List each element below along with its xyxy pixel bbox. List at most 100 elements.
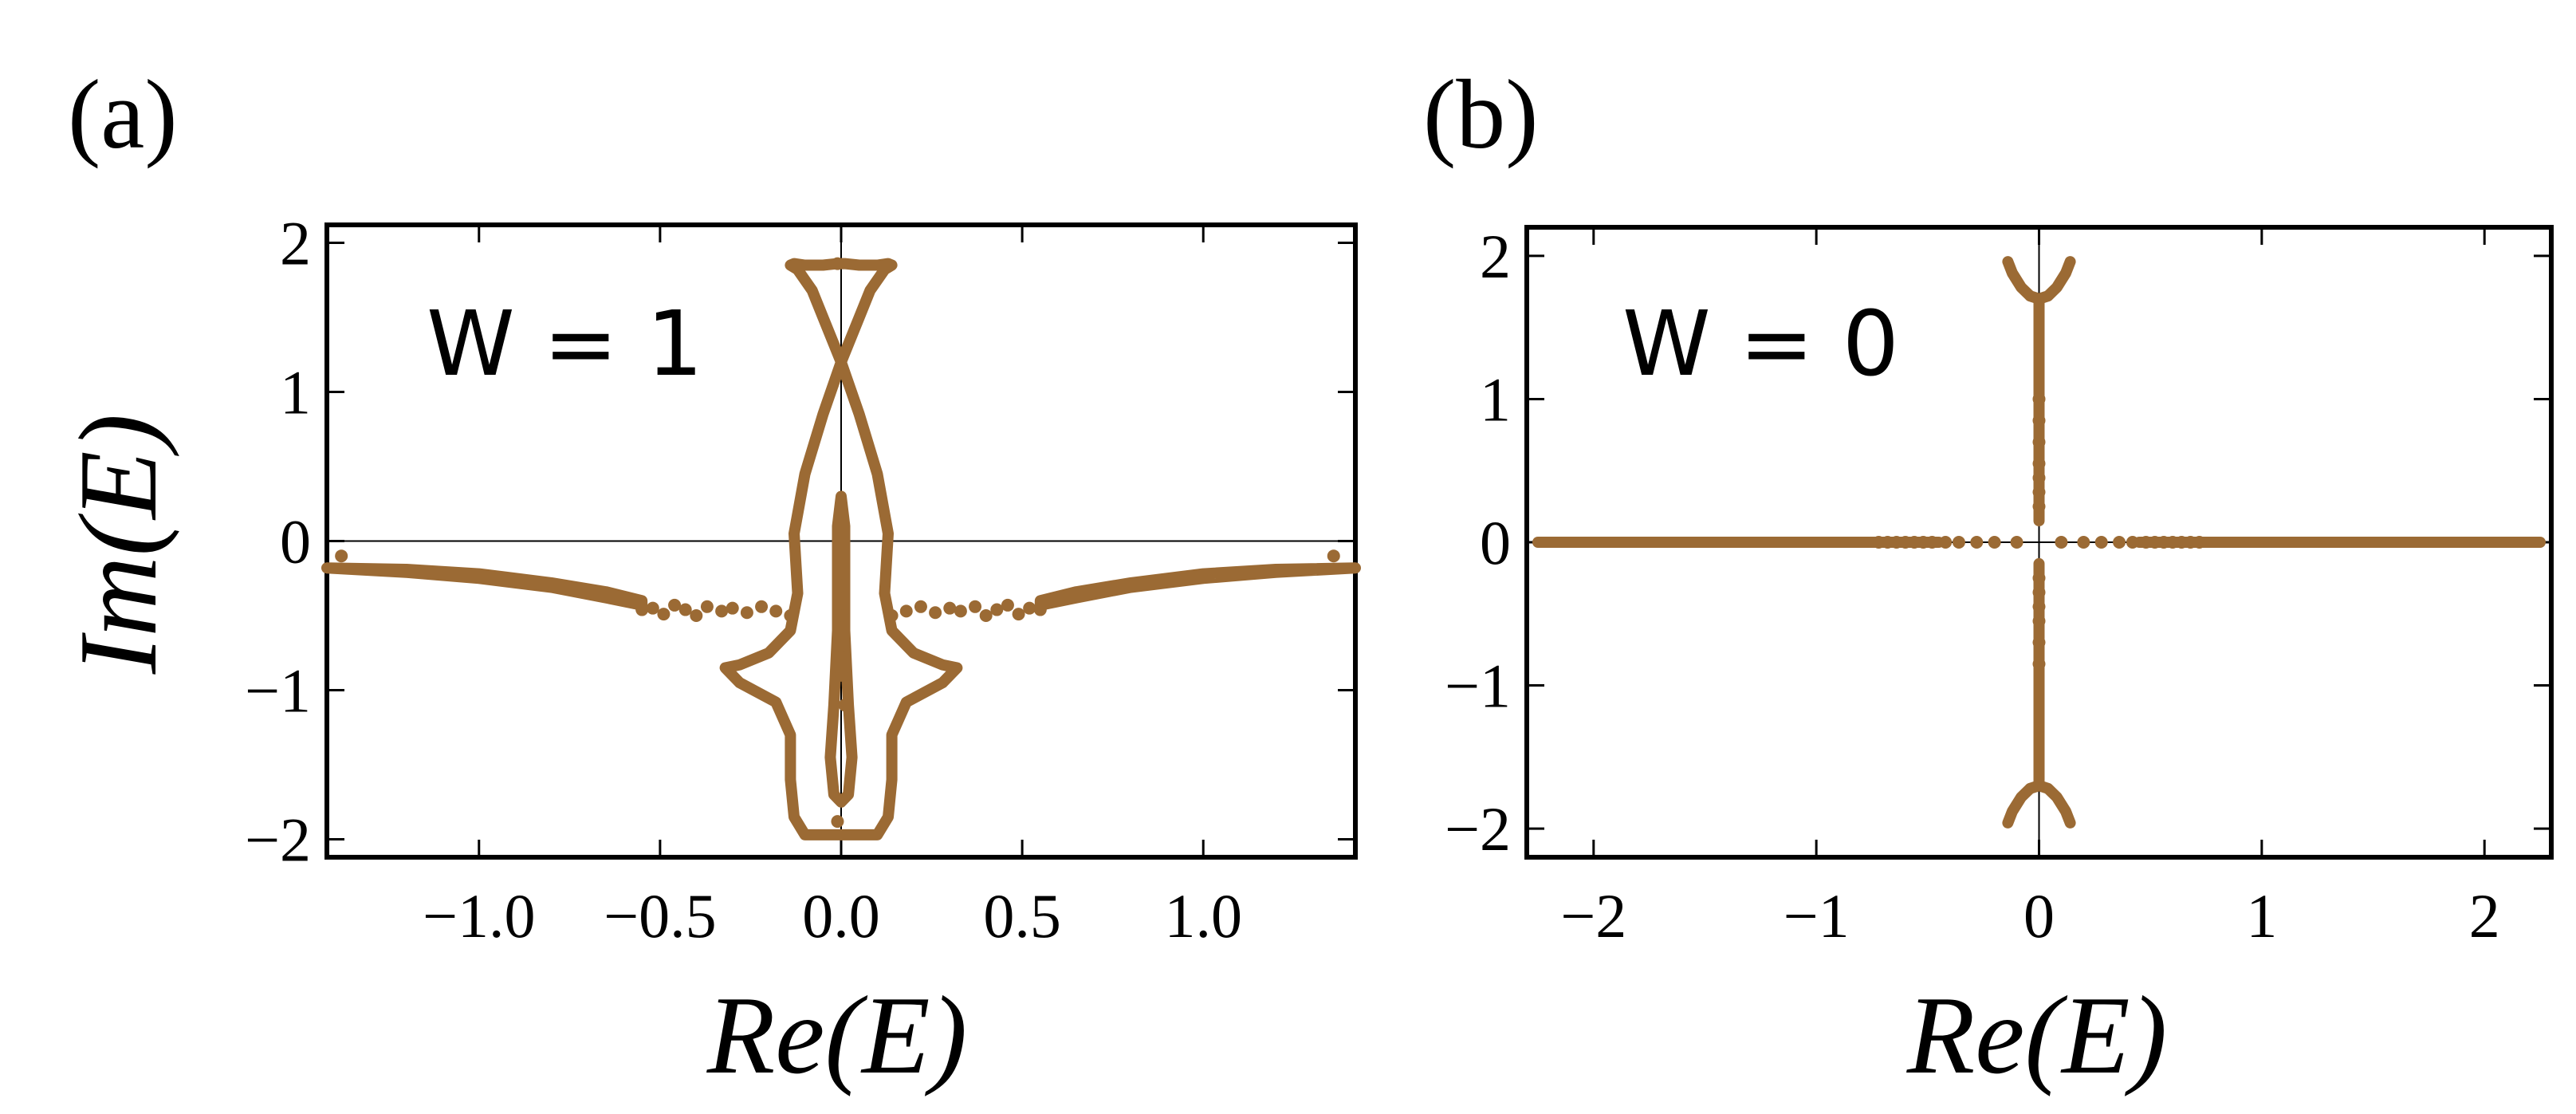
eigenvalue-point-a: [1023, 601, 1036, 615]
eigenvalue-point-b: [1939, 536, 1953, 549]
eigenvalue-point-a: [726, 601, 739, 615]
eigenvalue-point-b: [1925, 536, 1939, 549]
eigenvalue-point-b: [1881, 536, 1894, 549]
eigenvalue-point-a: [769, 604, 783, 618]
spectrum-curve-a: [824, 490, 858, 808]
eigenvalue-point-b: [2032, 486, 2046, 499]
eigenvalue-point-b: [2055, 536, 2068, 549]
y-tick-label-b: 1: [1480, 364, 1511, 434]
eigenvalue-point-b: [1988, 536, 2001, 549]
x-tick-label-a: 0.5: [983, 881, 1061, 951]
eigenvalue-point-a: [715, 604, 729, 618]
y-tick-label-b: −2: [1445, 794, 1511, 864]
eigenvalue-point-a: [635, 603, 649, 616]
eigenvalue-point-b: [2032, 636, 2046, 649]
eigenvalue-point-b: [2184, 536, 2197, 549]
eigenvalue-point-a: [335, 549, 348, 563]
y-tick-label-a: −2: [245, 805, 311, 875]
x-tick-label-b: 0: [2023, 881, 2055, 951]
eigenvalue-point-a: [1033, 603, 1047, 616]
panel-tag-a: (a): [68, 60, 178, 169]
eigenvalue-point-b: [2032, 657, 2046, 671]
eigenvalue-point-a: [646, 601, 659, 615]
eigenvalue-point-a: [700, 600, 714, 613]
eigenvalue-point-a: [979, 609, 993, 623]
eigenvalue-point-a: [899, 604, 913, 618]
eigenvalue-point-a: [969, 600, 982, 613]
x-tick-label-a: −1.0: [423, 881, 536, 951]
eigenvalue-point-b: [2032, 471, 2046, 485]
annotation-w1: W = 1: [427, 293, 703, 396]
eigenvalue-point-a: [838, 699, 851, 712]
eigenvalue-point-a: [740, 606, 753, 620]
eigenvalue-point-b: [2126, 536, 2139, 549]
eigenvalue-point-b: [2139, 536, 2153, 549]
eigenvalue-point-a: [690, 609, 703, 623]
eigenvalue-point-a: [755, 600, 769, 613]
spectrum-curve-a: [321, 562, 648, 611]
eigenvalue-point-b: [2148, 536, 2161, 549]
eigenvalue-point-a: [831, 257, 844, 270]
eigenvalue-point-b: [2032, 600, 2046, 613]
eigenvalue-point-b: [2032, 392, 2046, 406]
x-tick-label-a: 1.0: [1164, 881, 1242, 951]
eigenvalue-point-b: [2077, 536, 2090, 549]
y-tick-label-a: 2: [280, 208, 311, 278]
eigenvalue-point-b: [2010, 536, 2023, 549]
panel-tag-b: (b): [1423, 60, 1539, 169]
eigenvalue-point-a: [835, 668, 848, 682]
eigenvalue-point-a: [1012, 608, 1025, 621]
y-tick-label-a: −1: [245, 656, 311, 726]
y-tick-label-b: 2: [1480, 222, 1511, 291]
eigenvalue-point-a: [943, 601, 957, 615]
eigenvalue-point-b: [2113, 536, 2126, 549]
eigenvalue-point-a: [835, 609, 848, 623]
spectrum-curve-a: [719, 356, 963, 840]
eigenvalue-point-a: [678, 603, 692, 616]
x-tick-label-b: −2: [1560, 881, 1626, 951]
spectrum-curve-b: [2002, 256, 2076, 305]
y-tick-label-b: 0: [1480, 508, 1511, 577]
y-axis-title-a: Im(E): [57, 414, 180, 675]
eigenvalue-point-b: [2032, 614, 2046, 628]
eigenvalue-point-a: [954, 604, 967, 618]
eigenvalue-point-b: [2157, 536, 2170, 549]
x-tick-label-a: 0.0: [802, 881, 880, 951]
eigenvalue-point-b: [2032, 435, 2046, 449]
eigenvalue-point-b: [1898, 536, 1912, 549]
eigenvalue-point-a: [835, 505, 848, 518]
eigenvalue-point-b: [2175, 536, 2189, 549]
eigenvalue-point-a: [1001, 598, 1014, 612]
spectrum-curve-a: [1034, 562, 1361, 611]
panel-a: (a) Im(E) Re(E) W = 1 −1.0 −0.5 0.0 0.5 1.0 −…: [57, 60, 1361, 1097]
x-tick-label-b: −1: [1784, 881, 1850, 951]
eigenvalue-point-b: [1952, 536, 1965, 549]
x-axis-title-b: Re(E): [1906, 974, 2167, 1097]
eigenvalue-point-a: [831, 815, 844, 829]
eigenvalue-point-a: [668, 598, 682, 612]
eigenvalue-point-b: [2032, 457, 2046, 470]
eigenvalue-point-b: [1917, 536, 1930, 549]
eigenvalue-point-a: [784, 609, 797, 623]
eigenvalue-point-a: [929, 606, 942, 620]
eigenvalue-point-a: [885, 609, 899, 623]
eigenvalue-point-a: [657, 608, 671, 621]
eigenvalue-point-b: [2094, 536, 2108, 549]
eigenvalue-point-b: [2032, 414, 2046, 427]
eigenvalue-point-b: [1890, 536, 1903, 549]
eigenvalue-point-b: [2032, 571, 2046, 585]
eigenvalue-point-b: [1908, 536, 1921, 549]
eigenvalue-point-a: [835, 639, 848, 652]
eigenvalue-point-b: [2166, 536, 2180, 549]
annotation-w0: W = 0: [1622, 293, 1899, 396]
eigenvalue-point-b: [1872, 536, 1886, 549]
eigenvalue-point-a: [1327, 549, 1340, 563]
x-axis-title-a: Re(E): [706, 974, 967, 1097]
eigenvalue-point-b: [2032, 585, 2046, 599]
eigenvalue-point-a: [990, 603, 1004, 616]
spectrum-curve-b: [2002, 780, 2076, 829]
x-tick-label-a: −0.5: [604, 881, 717, 951]
eigenvalue-point-b: [2032, 500, 2046, 514]
y-tick-label-b: −1: [1445, 651, 1511, 721]
